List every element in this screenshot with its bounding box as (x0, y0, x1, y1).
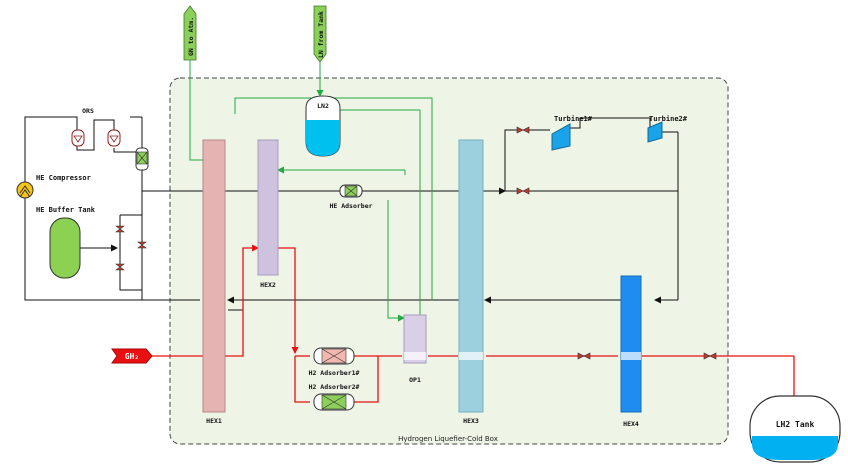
hex4-label: HEX4 (623, 420, 639, 428)
hex1-label: HEX1 (206, 417, 222, 425)
hex1: HEX1 (202, 139, 226, 425)
inline-valves (516, 126, 717, 360)
hex3: HEX3 (458, 139, 484, 425)
cold-box-label: Hydrogen Liquefier-Cold Box (398, 435, 498, 443)
lh2-tank-label: LH2 Tank (776, 420, 815, 429)
he-adsorber: HE Adsorber (329, 184, 373, 210)
op1: OP1 (403, 314, 427, 384)
turbine1-label: Turbine1# (554, 115, 593, 123)
ln-from-tank-arrow: LN from Tank (313, 5, 327, 63)
ln2-label: LN2 (317, 102, 329, 110)
lh2-tank: LH2 Tank (749, 395, 841, 463)
h2-adsorber-1: H2 Adsorber1# (309, 347, 360, 377)
ors-label: ORS (82, 107, 94, 115)
hydrogen-line (150, 244, 798, 409)
gh2-label: GH₂ (125, 352, 139, 361)
gn-to-atm-arrow: GN to Atm. (183, 5, 197, 61)
ors-unit: ORS (71, 107, 121, 147)
ln2-vessel: LN2 (305, 95, 341, 157)
turbine-1: Turbine1# (551, 115, 593, 151)
buffer-valves (115, 225, 147, 271)
turbine-2: Turbine2# (647, 115, 688, 143)
h2-adsorber-2: H2 Adsorber2# (309, 383, 360, 411)
h2-adsorber1-label: H2 Adsorber1# (309, 369, 360, 377)
he-compressor-label: HE Compressor (36, 174, 91, 182)
he-buffer-tank-label: HE Buffer Tank (36, 206, 96, 214)
cold-box: Hydrogen Liquefier-Cold Box (169, 77, 729, 445)
gn-to-atm-label: GN to Atm. (187, 17, 195, 56)
helium-loop (24, 116, 679, 311)
he-adsorber-label: HE Adsorber (329, 202, 372, 210)
op1-label: OP1 (409, 376, 421, 384)
he-buffer-tank (49, 217, 81, 279)
he-prefilter (135, 147, 149, 171)
gh2-inlet: GH₂ (111, 348, 153, 364)
hex2-label: HEX2 (260, 281, 276, 289)
hex2: HEX2 (257, 139, 279, 289)
turbine2-label: Turbine2# (649, 115, 688, 123)
hex4: HEX4 (620, 275, 642, 428)
ln-from-tank-label: LN from Tank (317, 11, 325, 58)
hex3-label: HEX3 (463, 417, 479, 425)
h2-adsorber2-label: H2 Adsorber2# (309, 383, 360, 391)
he-compressor: HE Compressor HE Buffer Tank (16, 174, 96, 214)
